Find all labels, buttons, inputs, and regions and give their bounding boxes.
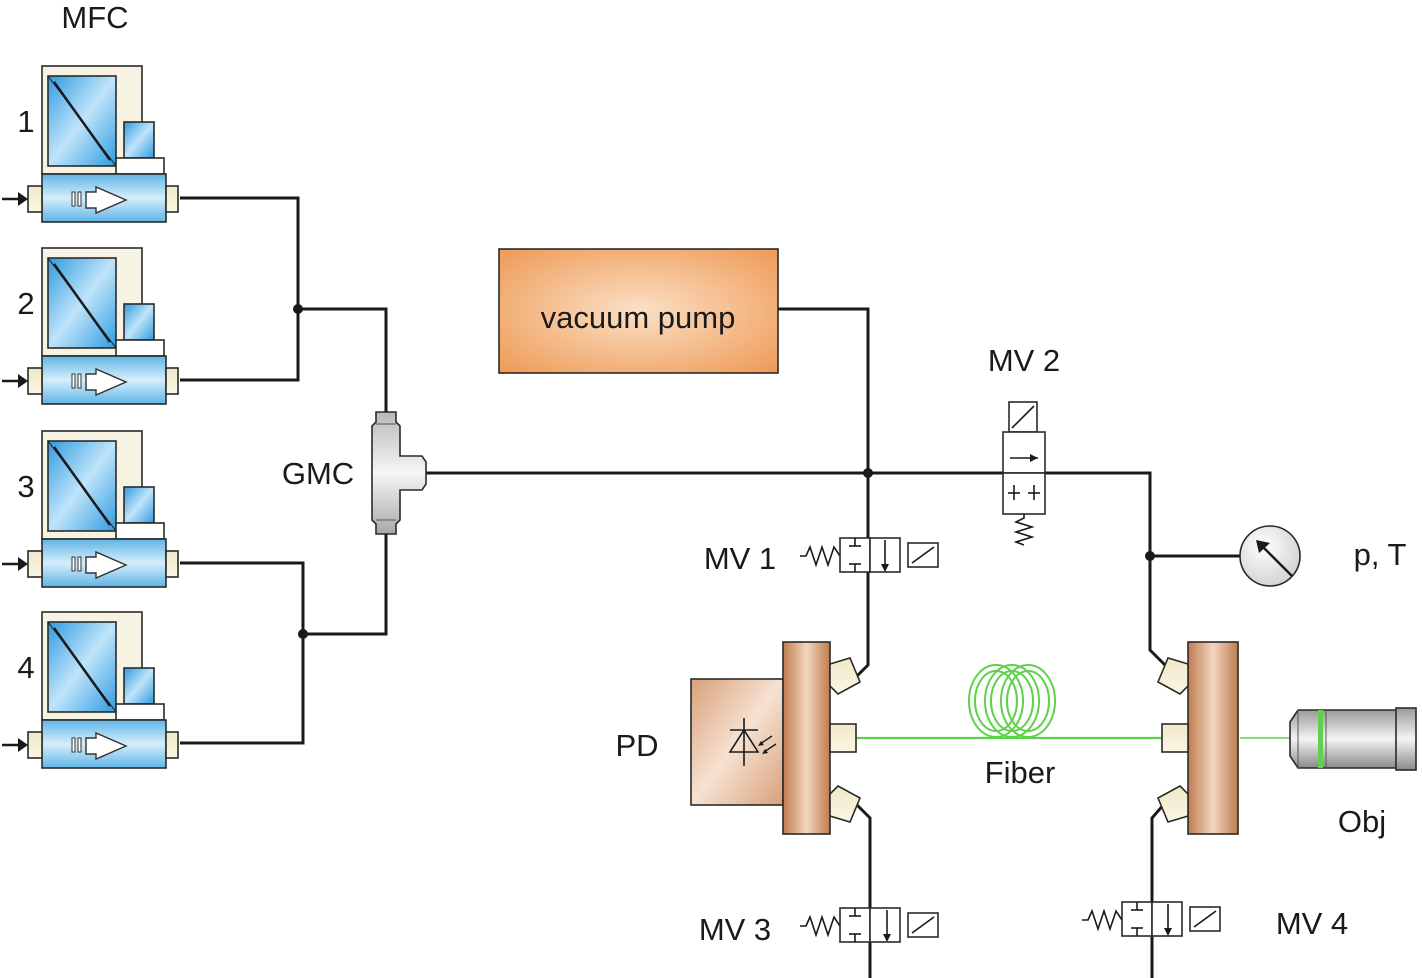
objective-lens: Obj [1289, 707, 1417, 839]
photodiode-assembly: PD [615, 641, 862, 835]
pipe-mv3-line [853, 801, 872, 978]
fiber-optic: Fiber [855, 664, 1290, 790]
mfc-unit-2: 2 [0, 246, 180, 406]
left-flange [782, 641, 831, 835]
mfc-number-4: 4 [17, 650, 34, 685]
right-flange-assembly [1156, 641, 1239, 835]
valve-mv2: MV 2 [988, 343, 1060, 546]
junction-node [293, 304, 303, 314]
mv4-label: MV 4 [1276, 906, 1348, 941]
pipe-mfc1-mfc2 [180, 196, 300, 382]
mfc-number-3: 3 [17, 469, 34, 504]
vacuum-pump: vacuum pump [498, 248, 779, 374]
mfc-label: MFC [61, 0, 128, 35]
gmc-tee: GMC [282, 411, 427, 535]
photodiode-label: PD [615, 728, 658, 763]
mv2-label: MV 2 [988, 343, 1060, 378]
valve-mv1: MV 1 [704, 537, 939, 576]
valve-mv4: MV 4 [1082, 901, 1348, 941]
pipe-lower-to-gmc [303, 532, 388, 636]
mfc-unit-3: 3 [0, 429, 180, 589]
pipe-main-line [426, 471, 1167, 667]
pipe-mfc3-mfc4 [180, 561, 305, 745]
pipe-upper-to-gmc [298, 307, 388, 420]
valve-mv3: MV 3 [699, 907, 939, 947]
pipe-mv4-line [1150, 802, 1167, 978]
mv3-label: MV 3 [699, 912, 771, 947]
junction-node [1145, 551, 1155, 561]
mfc-number-1: 1 [17, 104, 34, 139]
junction-node [863, 468, 873, 478]
mfc-unit-1: 1 [0, 64, 180, 224]
mv1-label: MV 1 [704, 541, 776, 576]
vacuum-pump-label: vacuum pump [541, 300, 736, 335]
pressure-temp-label: p, T [1354, 537, 1407, 572]
photodiode-icon [728, 718, 777, 766]
objective-label: Obj [1338, 804, 1386, 839]
right-flange [1187, 641, 1239, 835]
mfc-unit-4: 4 [0, 610, 180, 770]
gmc-label: GMC [282, 456, 354, 491]
pipe-network [180, 196, 1240, 978]
pipe-mv1-line [853, 473, 870, 680]
mfc-group: MFC 1 2 3 4 [0, 0, 180, 770]
fiber-label: Fiber [985, 755, 1056, 790]
pressure-gauge: p, T [1239, 525, 1407, 587]
junction-node [298, 629, 308, 639]
pipe-vacuum [778, 307, 870, 473]
mfc-number-2: 2 [17, 286, 34, 321]
